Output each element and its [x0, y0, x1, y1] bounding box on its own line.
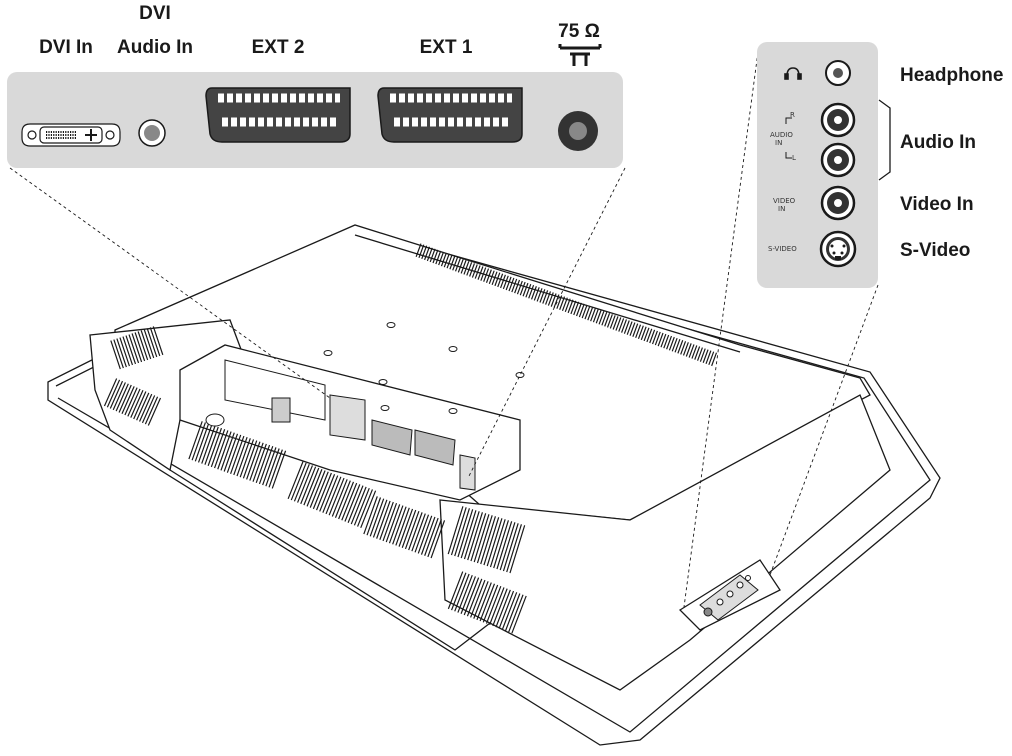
label-dvi-in: DVI In: [39, 37, 93, 58]
side-panel-box: [757, 42, 878, 288]
label-audio-in: Audio In: [900, 132, 976, 153]
side-vents: [103, 325, 528, 634]
mount-holes: [205, 322, 525, 427]
top-vent: [415, 243, 719, 367]
label-headphone: Headphone: [900, 65, 1004, 86]
scart-ext1: [377, 87, 523, 143]
dvi-connector: [21, 123, 121, 147]
audio-in-l-jack: [820, 142, 856, 178]
tv-connector-block: [224, 359, 759, 621]
headphone-icon: [784, 67, 802, 80]
small-s-video: S-VIDEO: [768, 245, 797, 253]
label-ext1: EXT 1: [419, 37, 473, 58]
antenna-connector: [558, 111, 598, 151]
label-ext2: EXT 2: [251, 37, 305, 58]
small-audio: AUDIO: [770, 131, 793, 139]
antenna-symbol-icon: [558, 44, 602, 66]
label-s-video: S-Video: [900, 240, 971, 261]
small-r: R: [790, 111, 795, 119]
tv-body: [47, 224, 941, 746]
small-video: VIDEO: [773, 197, 796, 205]
scart-ext2: [205, 87, 351, 143]
label-dvi-audio-line1: DVI: [139, 3, 171, 24]
audio-in-brace: [878, 99, 891, 181]
small-in: IN: [775, 139, 783, 147]
label-dvi-audio-line2: Audio In: [117, 37, 193, 58]
video-in-jack: [820, 185, 856, 221]
label-antenna: 75 Ω: [558, 21, 600, 42]
label-video-in: Video In: [900, 194, 974, 215]
dvi-audio-jack: [138, 119, 166, 147]
audio-rl-brackets: [785, 117, 792, 159]
s-video-jack: [819, 230, 857, 268]
leader-lines: [9, 51, 879, 608]
small-video-in: IN: [778, 205, 786, 213]
small-l: L: [792, 154, 796, 162]
audio-in-r-jack: [820, 102, 856, 138]
headphone-jack: [825, 60, 851, 86]
